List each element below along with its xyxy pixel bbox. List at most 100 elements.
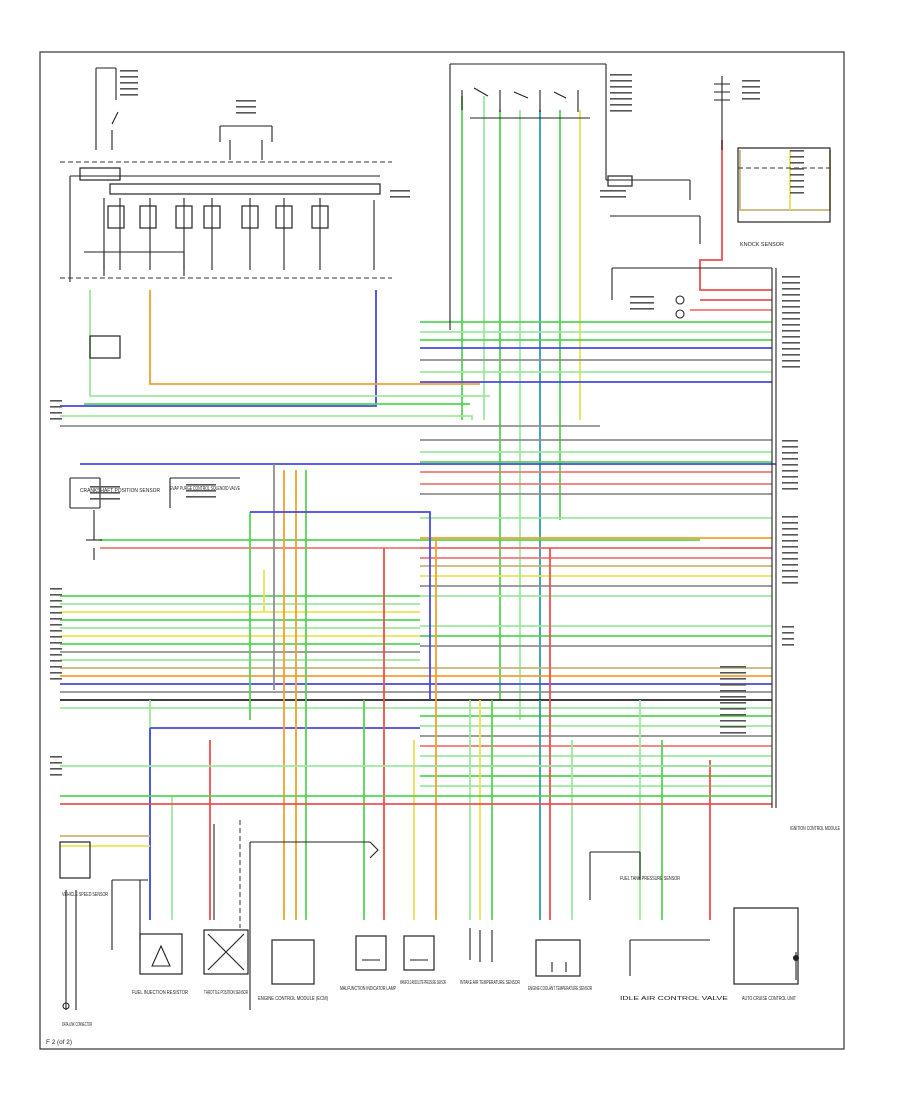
label-mark: [186, 496, 216, 498]
label-mark: [50, 612, 62, 614]
main-relay-switch: [449, 63, 701, 330]
diagram-frame: [39, 51, 845, 1050]
label-mark: [236, 112, 256, 114]
caption-crank-position-sensor: CRANKSHAFT POSITION SENSOR: [80, 488, 160, 494]
label-mark: [50, 666, 62, 668]
label-mark: [742, 98, 760, 100]
label-mark: [90, 498, 120, 500]
label-mark: [236, 100, 256, 102]
label-mark: [782, 452, 798, 454]
label-mark: [782, 546, 798, 548]
label-mark: [782, 470, 798, 472]
label-mark: [50, 618, 62, 620]
tiny-labels: [50, 70, 804, 776]
label-mark: [50, 672, 62, 674]
caption-engine-control-module: ENGINE CONTROL MODULE (ECM): [258, 996, 328, 1002]
label-mark: [120, 76, 138, 78]
label-mark: [782, 516, 798, 518]
label-mark: [782, 306, 800, 308]
label-mark: [120, 82, 138, 84]
label-mark: [720, 702, 746, 704]
label-mark: [790, 192, 804, 194]
label-mark: [186, 484, 216, 486]
left-switches: [69, 477, 240, 560]
label-mark: [50, 648, 62, 650]
figure-number: F 2 (of 2): [46, 1040, 72, 1046]
label-mark: [50, 606, 62, 608]
label-mark: [120, 88, 138, 90]
label-mark: [720, 714, 746, 716]
wire-left-lg: [60, 415, 473, 420]
label-mark: [720, 684, 746, 686]
caption-manifold-absolute-pressure-sensor: MANIFOLD ABSOLUTE PRESSURE SENSOR: [400, 980, 446, 986]
label-mark: [782, 330, 800, 332]
label-mark: [782, 626, 794, 628]
label-mark: [782, 564, 798, 566]
wire-cruise-1: [739, 150, 831, 211]
label-mark: [50, 642, 62, 644]
label-mark: [782, 638, 794, 640]
label-mark: [120, 94, 138, 96]
label-mark: [236, 106, 256, 108]
caption-vehicle-speed-sensor: VEHICLE SPEED SENSOR: [62, 892, 108, 898]
caption-knock-sensor: KNOCK SENSOR: [740, 242, 784, 248]
ecm-connector: [611, 267, 777, 808]
caption-auto-cruise-unit: AUTO CRUISE CONTROL UNIT: [742, 996, 796, 1002]
label-mark: [610, 98, 632, 100]
label-mark: [50, 654, 62, 656]
caption-malfunction-indicator-lamp: MALFUNCTION INDICATOR LAMP: [340, 986, 396, 992]
label-mark: [742, 86, 760, 88]
label-mark: [782, 312, 800, 314]
label-mark: [790, 174, 804, 176]
label-mark: [610, 110, 632, 112]
wire-left-blue: [60, 290, 377, 407]
label-mark: [720, 720, 746, 722]
label-mark: [50, 406, 62, 408]
label-mark: [50, 624, 62, 626]
fuse-relay-block: [60, 67, 392, 359]
label-mark: [782, 282, 800, 284]
label-mark: [782, 446, 798, 448]
label-mark: [720, 726, 746, 728]
caption-data-link-connector: DATA LINK CONNECTOR: [62, 1022, 92, 1028]
bottom-components: [59, 820, 799, 1010]
label-mark: [782, 342, 800, 344]
caption-evap-purge-valve: EVAP PURGE CONTROL SOLENOID VALVE: [170, 486, 240, 492]
label-mark: [50, 588, 62, 590]
label-mark: [782, 288, 800, 290]
label-mark: [782, 540, 798, 542]
label-mark: [782, 440, 798, 442]
wire-lg-upper: [89, 290, 490, 397]
label-mark: [782, 576, 798, 578]
label-mark: [782, 360, 800, 362]
label-mark: [782, 522, 798, 524]
caption-fuel-tank-pressure-sensor: FUEL TANK PRESSURE SENSOR: [620, 876, 680, 882]
caption-idle-air-control-valve: IDLE AIR CONTROL VALVE: [620, 996, 729, 1002]
label-mark: [782, 582, 798, 584]
label-mark: [50, 774, 62, 776]
label-mark: [610, 74, 632, 76]
label-mark: [790, 162, 804, 164]
label-mark: [50, 412, 62, 414]
label-mark: [610, 86, 632, 88]
label-mark: [186, 490, 216, 492]
label-mark: [782, 464, 798, 466]
label-mark: [790, 180, 804, 182]
caption-ignition-control-module: IGNITION CONTROL MODULE: [790, 826, 840, 832]
label-mark: [390, 196, 410, 198]
caption-fuel-injection-resistor: FUEL INJECTION RESISTOR: [132, 990, 188, 996]
label-mark: [782, 458, 798, 460]
label-mark: [782, 294, 800, 296]
caption-engine-coolant-temp-sensor: ENGINE COOLANT TEMPERATURE SENSOR: [528, 986, 592, 992]
label-mark: [782, 300, 800, 302]
label-mark: [610, 104, 632, 106]
label-mark: [50, 768, 62, 770]
label-mark: [50, 660, 62, 662]
label-mark: [782, 534, 798, 536]
label-mark: [782, 482, 798, 484]
label-mark: [630, 302, 654, 304]
label-mark: [742, 92, 760, 94]
label-mark: [720, 708, 746, 710]
label-mark: [50, 756, 62, 758]
